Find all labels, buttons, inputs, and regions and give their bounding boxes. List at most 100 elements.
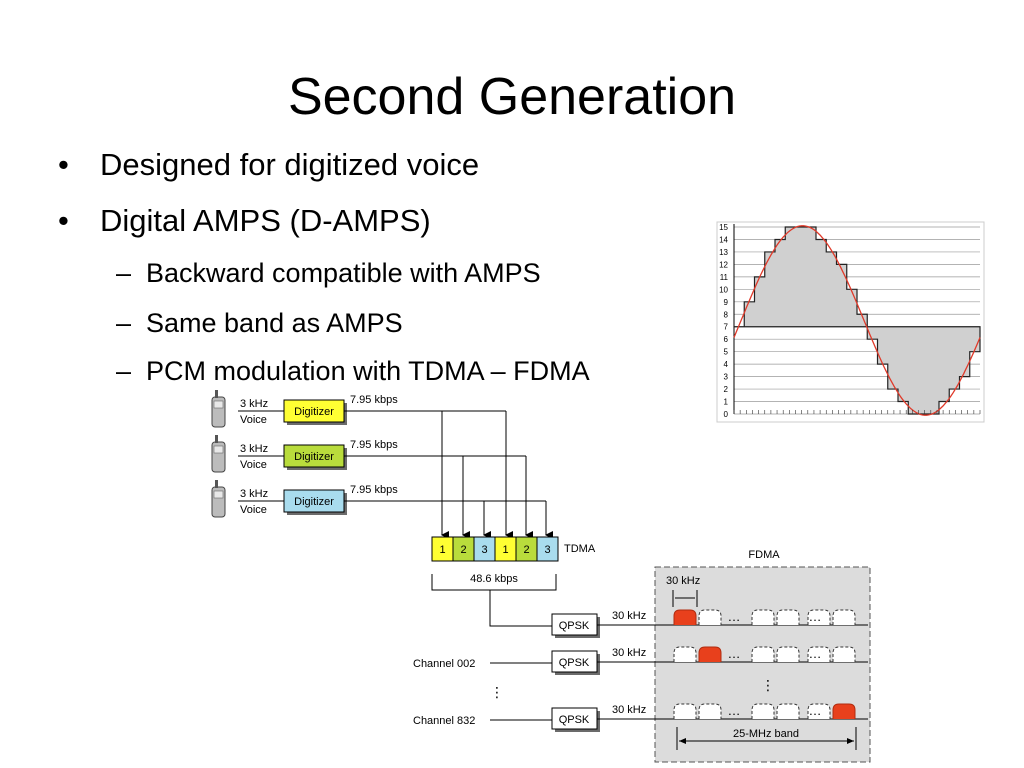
pcm-y-tick-label: 0 [724,410,729,419]
channel-label: Channel 002 [413,658,475,670]
fdma-channel [673,703,697,719]
fdma-vertical-ellipsis: ⋮ [761,677,775,693]
sub-bullet-marker: – [116,356,132,386]
pcm-y-tick-label: 5 [724,348,729,357]
digitizer-rate-label: 7.95 kbps [350,439,398,451]
pcm-y-tick-label: 15 [719,223,728,232]
fdma-ellipsis: … [809,703,822,718]
sub-bullet-marker: – [116,308,132,338]
phone-icon [211,480,226,518]
pcm-y-tick-label: 6 [724,335,729,344]
fdma-channel [698,703,722,719]
fdma-active-channel [832,703,856,719]
tdma-slot-label: 1 [502,544,508,556]
source-bandwidth-label: 3 kHz [240,398,268,410]
pcm-y-tick-label: 12 [719,260,728,269]
fdma-ellipsis: … [728,609,741,624]
channel-bw-label: 30 kHz [612,704,646,716]
sub-bullet-text: PCM modulation with TDMA – FDMA [146,356,590,386]
pcm-y-tick-label: 1 [724,398,729,407]
bullet-text: Designed for digitized voice [100,147,480,182]
source-type-label: Voice [240,459,267,471]
tdma-rate-label: 48.6 kbps [470,573,518,585]
qpsk-label: QPSK [559,620,590,632]
pcm-x-ticks [733,410,981,414]
tdma-slot [536,536,559,562]
fdma-ellipsis: … [809,609,822,624]
fdma-ellipsis: … [728,646,741,661]
bullet-1: • Designed for digitized voice [58,145,480,185]
band-arrowhead [679,738,686,744]
sub-bullet-1: – Backward compatible with AMPS [116,255,541,291]
sub-bullet-marker: – [116,258,132,288]
pcm-y-tick-label: 3 [724,373,729,382]
channel-bw-label: 30 kHz [612,610,646,622]
source-bandwidth-label: 3 kHz [240,443,268,455]
fdma-channel [751,646,775,662]
fdma-channel [776,646,800,662]
source-bandwidth-label: 3 kHz [240,488,268,500]
fdma-channel [673,646,697,662]
digitizer-label: Digitizer [294,451,334,463]
source-type-label: Voice [240,414,267,426]
tdma-slot-label: 3 [544,544,550,556]
tdma-frame: 1 2 3 1 2 3 [431,536,559,562]
fdma-channel [832,646,856,662]
source-type-label: Voice [240,504,267,516]
channel-label: Channel 832 [413,715,475,727]
pcm-y-tick-label: 8 [724,310,729,319]
fdma-channel [751,609,775,625]
channel-vertical-ellipsis: ⋮ [490,684,504,700]
tdma-rate-bracket [431,574,557,591]
fdma-active-channel [698,646,722,662]
tdma-slot-label: 3 [481,544,487,556]
bullet-2: • Digital AMPS (D-AMPS) [58,201,431,241]
fdma-active-channel [673,609,697,625]
slide-title: Second Generation [287,68,737,126]
pcm-y-tick-label: 4 [724,360,729,369]
pcm-y-tick-label: 9 [724,298,729,307]
channel-bw-label: 30 kHz [612,647,646,659]
fdma-band-label: 25-MHz band [733,728,799,740]
digitizer-label: Digitizer [294,406,334,418]
fdma-channel [776,609,800,625]
connector-line [489,590,552,627]
digitizer-rate-label: 7.95 kbps [350,484,398,496]
fdma-box [654,566,871,763]
bullet-text: Digital AMPS (D-AMPS) [100,203,431,238]
fdma-ellipsis: … [728,703,741,718]
sub-bullet-3: – PCM modulation with TDMA – FDMA [116,353,590,389]
tdma-slot-label: 1 [439,544,445,556]
qpsk-label: QPSK [559,714,590,726]
fdma-channel [807,609,831,625]
sub-bullet-2: – Same band as AMPS [116,305,403,341]
fdma-channel [698,609,722,625]
fdma-ellipsis: … [809,646,822,661]
qpsk-label: QPSK [559,657,590,669]
pcm-y-tick-label: 11 [720,273,729,282]
sub-bullet-text: Same band as AMPS [146,308,403,338]
tdma-slot-label: 2 [523,544,529,556]
digitizer-label: Digitizer [294,496,334,508]
fdma-channel [807,646,831,662]
phone-icon [211,435,226,473]
pcm-y-tick-label: 2 [724,385,729,394]
fdma-channel [807,703,831,719]
pcm-analog-sine-curve [733,225,981,416]
fdma-channel [751,703,775,719]
pcm-y-tick-label: 10 [719,285,728,294]
sub-bullet-text: Backward compatible with AMPS [146,258,541,288]
fdma-channel-slots: … … … … … … [673,609,856,719]
tdma-slot-label: 2 [460,544,466,556]
tdma-label: TDMA [564,543,596,555]
digitizer-rate-label: 7.95 kbps [350,394,398,406]
fdma-channel [776,703,800,719]
bullet-marker: • [58,203,69,238]
bullet-marker: • [58,147,69,182]
pcm-y-tick-label: 14 [719,235,728,244]
band-arrowhead [847,738,854,744]
pcm-y-tick-label: 7 [724,323,729,332]
